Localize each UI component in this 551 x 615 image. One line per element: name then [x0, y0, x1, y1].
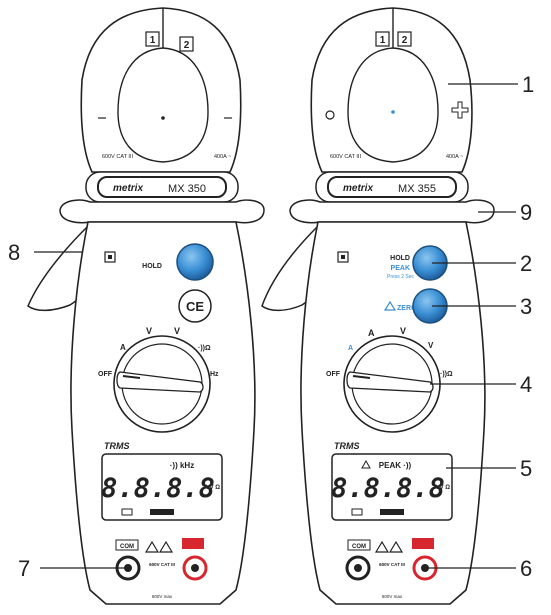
- right-jaw-badge-1: [375, 31, 390, 47]
- right-dial-pointer-mark: [352, 375, 371, 379]
- right-current-rating: 400A ~: [446, 154, 463, 160]
- left-v-jack-hole: [191, 564, 199, 572]
- left-red-tab: [182, 538, 204, 549]
- right-cat-rating: 600V CAT III: [330, 154, 361, 160]
- right-jaw-opening: [347, 47, 439, 163]
- left-warning-icon-1: [144, 540, 160, 553]
- left-trms: TRMS: [104, 441, 130, 451]
- left-com-label: COM: [120, 544, 134, 550]
- left-jack-cat: 600V CAT III: [149, 562, 175, 567]
- callout-numbers: 1 2 3 4 5 6 7 8 9: [8, 72, 534, 581]
- left-meter: 1 2 600V CAT III 400A ~ metrix MX 350 HO…: [27, 7, 265, 605]
- right-model-plate: [327, 176, 457, 198]
- callout-4: 4: [520, 372, 532, 397]
- right-plus-mark: [451, 101, 469, 119]
- right-model: MX 355: [398, 183, 436, 195]
- left-dial-v-ac: V: [146, 326, 152, 336]
- right-dial-ohm: ·))Ω: [440, 371, 453, 378]
- left-hold-button[interactable]: [176, 243, 214, 281]
- right-zero-label: ZERO: [397, 305, 417, 312]
- right-red-tab: [412, 538, 434, 549]
- left-hold-label: HOLD: [142, 263, 162, 270]
- left-com-label-box: [115, 539, 139, 551]
- right-lcd-units: A V Ω: [434, 485, 450, 491]
- left-lcd-bargraph: [150, 509, 174, 515]
- right-peak-sub: Press 2 Sec: [387, 274, 414, 280]
- callout-7: 7: [18, 556, 30, 581]
- left-warning-icon-2: [158, 540, 174, 553]
- callout-5: 5: [520, 456, 532, 481]
- left-indicator-dot: [108, 255, 112, 259]
- right-lcd-delta-icon: [361, 459, 371, 469]
- left-jaw-badge-1: [145, 31, 160, 47]
- callout-1: 1: [522, 72, 534, 97]
- callout-9: 9: [520, 200, 532, 225]
- right-brand: metrix: [343, 183, 373, 194]
- right-warning-icon-2: [388, 540, 404, 553]
- right-dial-off: OFF: [326, 371, 341, 378]
- right-jaw-badge-1-text: 1: [380, 35, 386, 46]
- right-hold-label: HOLD: [390, 255, 410, 262]
- left-jaw-badge-1-text: 1: [150, 35, 156, 46]
- left-jack-max: 600V max: [152, 594, 173, 599]
- left-ce-text: CE: [186, 299, 204, 314]
- right-jack-max: 600V max: [382, 594, 403, 599]
- left-model-plate: [97, 176, 227, 198]
- left-dial-off: OFF: [98, 371, 113, 378]
- left-dial-hz: Hz: [210, 371, 219, 378]
- right-lcd-battery: [351, 508, 363, 516]
- left-lcd-units: A V Ω: [204, 485, 220, 491]
- right-lcd: [331, 453, 453, 521]
- right-trms: TRMS: [334, 441, 360, 451]
- left-cat-rating: 600V CAT III: [102, 154, 133, 160]
- right-circle-mark: [325, 110, 335, 120]
- right-peak-label: PEAK: [391, 265, 410, 272]
- left-dial-v-dc: V: [174, 326, 180, 336]
- right-jaw-center-dot: [391, 110, 395, 114]
- callout-3: 3: [520, 294, 532, 319]
- left-model: MX 350: [168, 183, 206, 195]
- right-jaw-badge-2-text: 2: [402, 35, 408, 46]
- left-lcd-digits: 8.8.8.8: [101, 473, 215, 504]
- right-dial-v-dc: V: [428, 341, 434, 350]
- callout-8: 8: [8, 240, 20, 265]
- left-lcd-battery: [121, 508, 133, 516]
- left-dial-pointer-mark: [122, 375, 141, 379]
- right-lcd-digits: 8.8.8.8: [331, 473, 445, 504]
- callout-2: 2: [520, 251, 532, 276]
- right-jaw-badge-2: [397, 31, 412, 47]
- right-zero-delta-icon: [383, 300, 397, 311]
- right-lcd-top: PEAK ·)): [379, 461, 412, 470]
- right-guard: [289, 199, 495, 224]
- right-lcd-bargraph: [380, 509, 404, 515]
- right-com-label-box: [347, 539, 371, 551]
- left-jaw-center-dot: [161, 116, 165, 120]
- right-com-jack-hole: [354, 564, 362, 572]
- left-dial-a-ac: A: [120, 343, 126, 352]
- left-ce-mark: [178, 289, 212, 323]
- left-jaw-opening: [117, 47, 209, 163]
- left-jaw-badge-2-text: 2: [184, 40, 190, 51]
- right-meter: 1 2 600V CAT III 400A ~ metrix MX 355 HO…: [261, 7, 495, 605]
- left-dial-ohm: ·))Ω: [198, 345, 211, 352]
- callout-6: 6: [520, 556, 532, 581]
- left-brand: metrix: [113, 183, 143, 194]
- right-dial-v-ac: V: [400, 326, 406, 336]
- left-lcd-top-right: ·)) kHz: [170, 461, 194, 470]
- right-jack-cat: 600V CAT III: [379, 562, 405, 567]
- callouts: [34, 83, 518, 569]
- left-lcd: [101, 453, 223, 521]
- left-jaw-badge-2: [179, 36, 194, 52]
- right-indicator-dot: [341, 255, 345, 259]
- left-current-rating: 400A ~: [214, 154, 231, 160]
- right-dial-a-ac: A: [368, 328, 375, 338]
- right-warning-icon-1: [374, 540, 390, 553]
- right-dial-a-dc: A: [348, 345, 353, 352]
- right-com-label: COM: [352, 544, 366, 550]
- left-guard: [59, 199, 265, 224]
